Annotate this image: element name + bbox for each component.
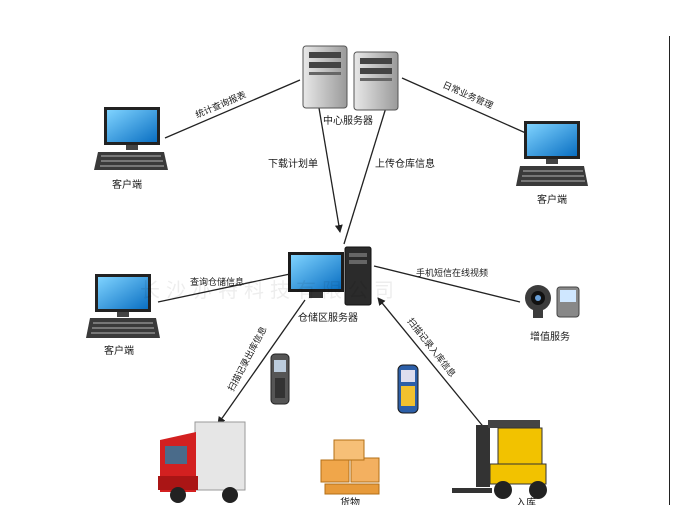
webcam-phone-icon [525, 285, 580, 318]
forklift-icon [452, 420, 547, 499]
label-client-top-left: 客户端 [112, 178, 142, 191]
frame-border [669, 36, 670, 505]
handheld-scanner-right-icon [397, 364, 419, 414]
goods-boxes-icon [320, 439, 380, 495]
arrow-scan-out [217, 299, 306, 425]
label-value-added: 增值服务 [530, 330, 570, 343]
client-top-left-icon [94, 107, 168, 170]
label-client-top-right: 客户端 [537, 193, 567, 206]
label-client-mid-left: 客户端 [104, 344, 134, 357]
arrow-download-plan [318, 107, 343, 233]
edge-label-stats-report: 统计查询报表 [193, 89, 247, 121]
truck-icon [158, 421, 246, 503]
arrow-upload-info [343, 87, 394, 245]
edge-label-download-plan: 下载计划单 [268, 157, 318, 170]
label-inbound: 入库 [516, 496, 536, 505]
client-mid-left-icon [86, 274, 160, 338]
edge-label-sms-video: 手机短信在线视频 [416, 267, 488, 279]
label-warehouse-server: 仓储区服务器 [298, 311, 358, 324]
label-goods: 货物 [340, 496, 360, 505]
line-client-center [164, 79, 301, 139]
center-server-icon [302, 45, 399, 111]
connections [157, 77, 529, 431]
line-center-client-right [401, 77, 529, 135]
top-whitespace [0, 0, 673, 36]
watermark: 长沙亦特科技有限公司 [140, 278, 400, 302]
edge-label-upload-info: 上传仓库信息 [375, 157, 435, 170]
handheld-scanner-left-icon [270, 353, 290, 405]
edge-label-query-storage: 查询仓储信息 [190, 276, 244, 288]
client-top-right-icon [516, 121, 588, 186]
warehouse-server-icon [288, 246, 372, 306]
line-warehouse-value [373, 265, 521, 303]
arrow-scan-in [377, 297, 487, 431]
label-center-server: 中心服务器 [323, 114, 373, 127]
line-client-warehouse [157, 273, 291, 303]
